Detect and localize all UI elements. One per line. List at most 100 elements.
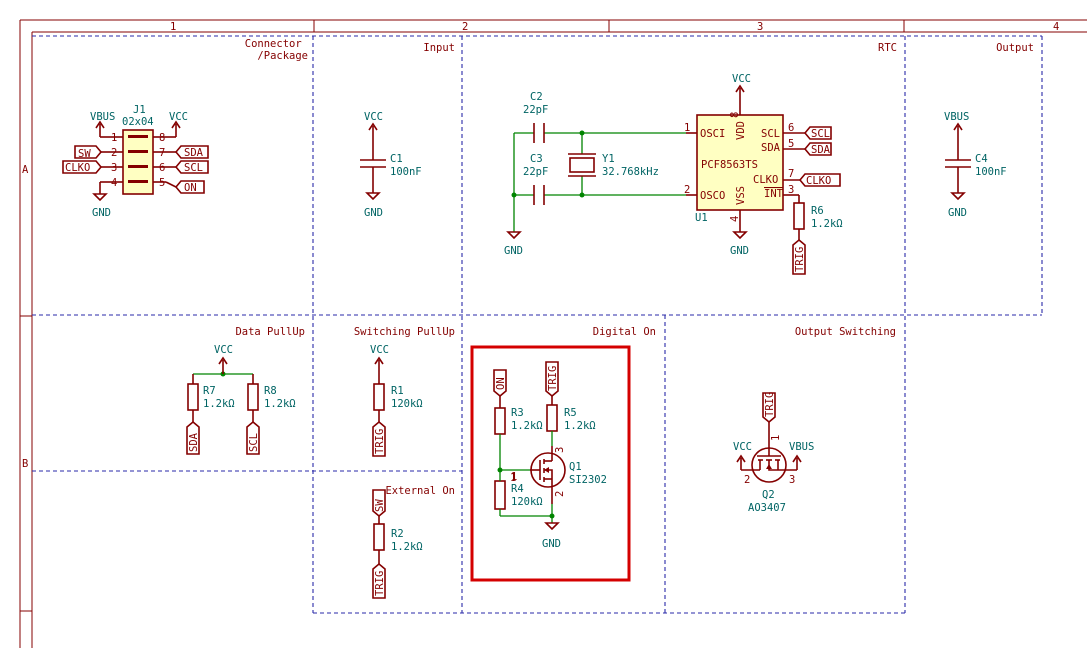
- output-switching-label-trig: TRIG: [762, 392, 776, 424]
- j1-ref: J1: [133, 104, 146, 116]
- y1-ref: Y1: [602, 153, 615, 165]
- section-title-digital-on: Digital On: [593, 326, 656, 338]
- resistor-r3[interactable]: R3 1.2kΩ: [494, 396, 543, 435]
- section-title-connector-line1: Connector: [245, 38, 302, 50]
- data-pullup-label-scl: SCL: [246, 420, 260, 455]
- q2-vcc-label: VCC: [733, 441, 752, 453]
- u1-pin-sda: SDA: [761, 142, 781, 154]
- r6-ref: R6: [811, 205, 824, 217]
- svg-text:7: 7: [788, 168, 794, 180]
- digital-on-label-trig: TRIG: [545, 361, 559, 398]
- selection-highlight: [470, 345, 631, 582]
- c4-ref: C4: [975, 153, 988, 165]
- crystal-y1[interactable]: Y1 32.768kHz: [568, 153, 659, 178]
- u1-pin-vdd: VDD: [735, 121, 747, 140]
- j1-pin-5: 5: [159, 177, 165, 189]
- svg-text:CLKO: CLKO: [65, 162, 90, 174]
- svg-text:SDA: SDA: [811, 144, 831, 156]
- j1-label-on: ON: [165, 180, 205, 194]
- svg-text:TRIG: TRIG: [374, 429, 386, 454]
- resistor-r5[interactable]: R5 1.2kΩ: [546, 396, 596, 432]
- svg-text:SCL: SCL: [248, 433, 260, 452]
- c3-ref: C3: [530, 153, 543, 165]
- capacitor-c1[interactable]: VCC C1 100nF GND: [360, 111, 422, 219]
- resistor-r1[interactable]: VCC R1 120kΩ: [370, 344, 423, 422]
- r3-value: 1.2kΩ: [511, 420, 543, 432]
- u1-pin-scl: SCL: [761, 128, 780, 140]
- q2-ref: Q2: [762, 489, 775, 501]
- u1-pin-osco: OSCO: [700, 190, 725, 202]
- section-title-connector-line2: /Package: [257, 50, 308, 62]
- u1-value: PCF8563TS: [701, 159, 758, 171]
- svg-text:SW: SW: [78, 148, 91, 160]
- r5-ref: R5: [564, 407, 577, 419]
- ic-u1[interactable]: OSCI OSCO 1 2 PCF8563TS SCL SDA CLKO INT…: [684, 73, 805, 257]
- data-pullup-vcc-label: VCC: [214, 344, 233, 356]
- column-label-4: 4: [1053, 21, 1059, 33]
- j1-vbus-label: VBUS: [90, 111, 115, 123]
- c2-value: 22pF: [523, 104, 548, 116]
- capacitor-c2[interactable]: C2 22pF: [523, 91, 548, 143]
- sheet-frame: 1 2 3 4 A B: [19, 19, 1087, 648]
- svg-text:2: 2: [684, 184, 690, 196]
- resistor-r4[interactable]: 1 R4 120kΩ: [494, 472, 543, 510]
- r4-value: 120kΩ: [511, 496, 543, 508]
- column-label-3: 3: [757, 21, 763, 33]
- rtc-label-scl: SCL: [803, 126, 832, 140]
- svg-text:3: 3: [554, 447, 566, 453]
- resistor-r2[interactable]: R2 1.2kΩ: [373, 516, 423, 564]
- c4-vbus-label: VBUS: [944, 111, 969, 123]
- data-pullup-wiring: VCC: [193, 344, 253, 377]
- svg-text:ON: ON: [495, 377, 507, 390]
- digital-on-gnd: GND: [542, 522, 561, 550]
- svg-text:TRIG: TRIG: [547, 366, 559, 391]
- j1-pin-4: 4: [111, 177, 117, 189]
- svg-text:8: 8: [729, 112, 741, 118]
- j1-pin-3: 3: [111, 162, 117, 174]
- j1-pin-2: 2: [111, 147, 117, 159]
- resistor-r6[interactable]: R6 1.2kΩ: [793, 202, 843, 240]
- rtc-label-clko: CLKO: [798, 173, 841, 187]
- c1-value: 100nF: [390, 166, 422, 178]
- svg-text:4: 4: [729, 216, 741, 222]
- j1-pin-7: 7: [159, 147, 165, 159]
- connector-j1[interactable]: 1 2 3 4 8 7 6 5 J1 02x04: [110, 104, 166, 195]
- svg-text:1: 1: [510, 472, 516, 484]
- section-title-data-pullup: Data PullUp: [235, 326, 305, 338]
- capacitor-c4[interactable]: VBUS C4 100nF GND: [944, 111, 1007, 219]
- svg-text:1: 1: [511, 471, 517, 483]
- y1-value: 32.768kHz: [602, 166, 659, 178]
- svg-text:GND: GND: [504, 245, 523, 257]
- c4-value: 100nF: [975, 166, 1007, 178]
- resistor-r7[interactable]: R7 1.2kΩ: [187, 374, 235, 422]
- j1-label-sda: SDA: [166, 145, 209, 159]
- row-label-a: A: [22, 164, 29, 176]
- section-title-switching-pullup: Switching PullUp: [354, 326, 455, 338]
- u1-pin-clko: CLKO: [753, 174, 778, 186]
- svg-text:SCL: SCL: [811, 128, 830, 140]
- capacitor-c3[interactable]: C3 22pF: [523, 153, 548, 205]
- digital-on-wiring: [497, 431, 555, 523]
- mosfet-q2[interactable]: 1 VCC VBUS 2 3 Q2 AO3407: [733, 422, 814, 514]
- rtc-gnd-left: GND: [504, 231, 523, 257]
- j1-vbus-symbol: VBUS: [90, 111, 115, 138]
- svg-text:2: 2: [744, 474, 750, 486]
- svg-text:SCL: SCL: [184, 162, 203, 174]
- digital-on-label-on: ON: [493, 369, 507, 398]
- section-title-input: Input: [423, 42, 455, 54]
- section-boundaries: [32, 35, 1043, 614]
- column-label-2: 2: [462, 21, 468, 33]
- svg-text:SDA: SDA: [188, 432, 200, 452]
- r7-value: 1.2kΩ: [203, 398, 235, 410]
- switching-pullup-label-trig: TRIG: [372, 420, 386, 457]
- svg-text:3: 3: [789, 474, 795, 486]
- rtc-label-sda: SDA: [803, 142, 832, 156]
- u1-vcc-label: VCC: [732, 73, 751, 85]
- svg-text:SDA: SDA: [184, 147, 204, 159]
- j1-label-scl: SCL: [166, 160, 209, 174]
- mosfet-q1[interactable]: 1 2 3 Q1 SI2302: [511, 446, 607, 504]
- resistor-r8[interactable]: R8 1.2kΩ: [247, 374, 296, 422]
- external-on-label-sw: SW: [372, 489, 386, 518]
- r2-ref: R2: [391, 528, 404, 540]
